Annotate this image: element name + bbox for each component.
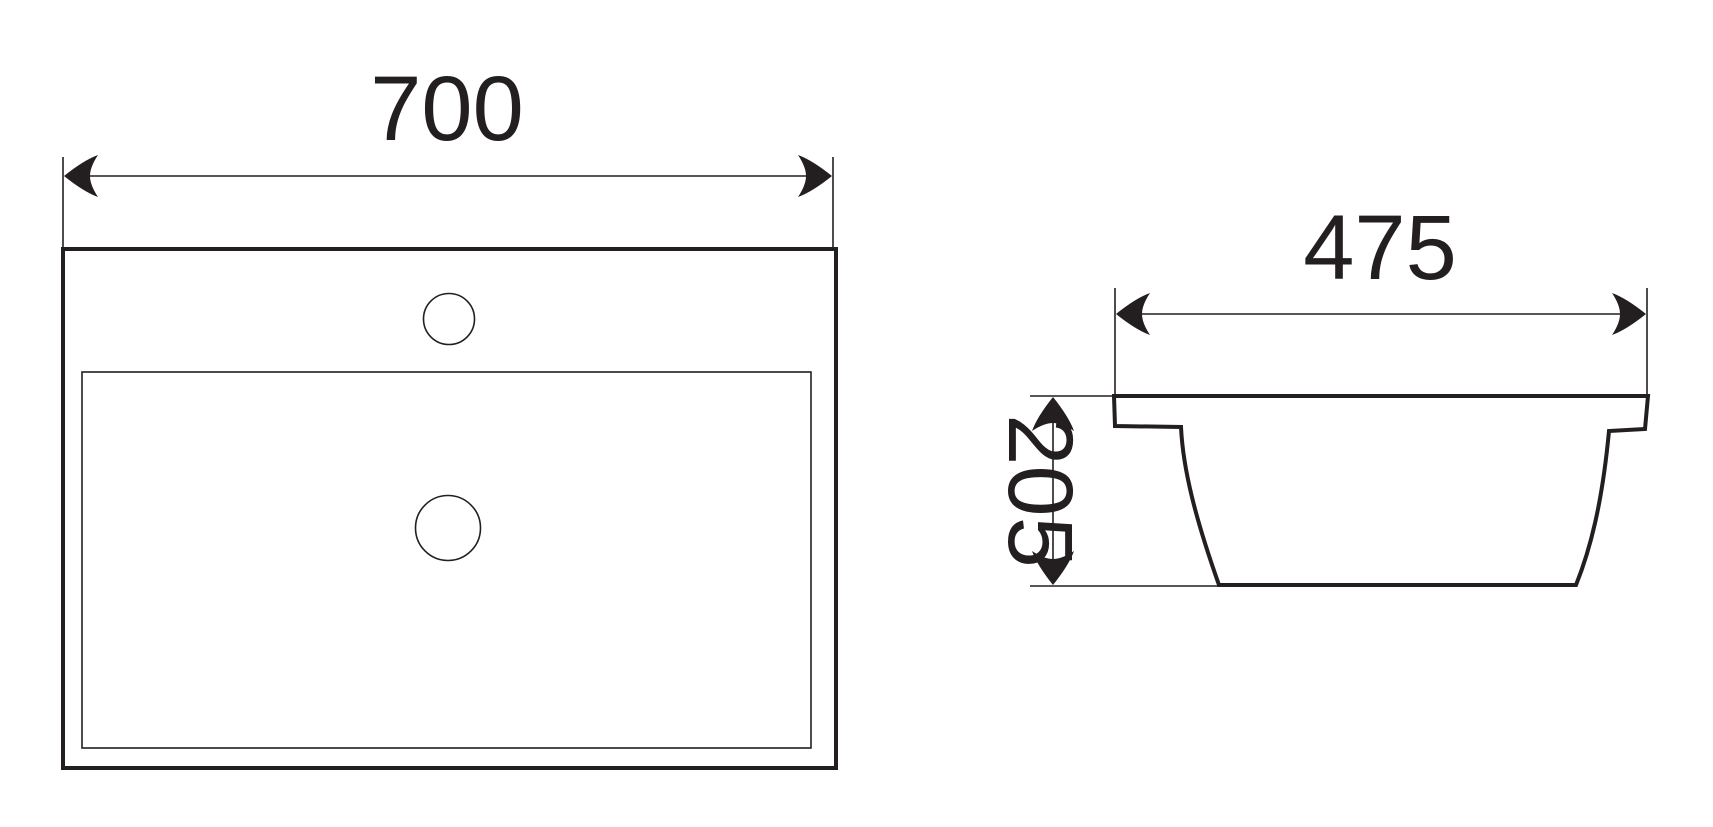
height-arrow-top — [1032, 397, 1074, 431]
width-dimension-label: 700 — [370, 58, 524, 160]
basin-outer-outline — [61, 247, 838, 770]
depth-arrow-right — [1612, 293, 1646, 335]
depth-dimension: 475 — [1114, 197, 1648, 396]
height-dimension-label: 205 — [989, 414, 1091, 568]
height-arrow-bottom — [1032, 551, 1074, 585]
depth-dimension-label: 475 — [1303, 197, 1457, 299]
drain-hole — [414, 494, 482, 562]
basin-inner-bowl-outline — [81, 371, 812, 749]
basin-side-profile — [1111, 394, 1651, 587]
width-arrow-left — [64, 155, 98, 197]
side-view — [1111, 394, 1651, 587]
top-view — [61, 247, 838, 770]
width-arrow-right — [798, 155, 832, 197]
height-dimension: 205 — [989, 395, 1219, 587]
width-dimension: 700 — [62, 58, 834, 249]
faucet-hole — [422, 292, 476, 346]
depth-arrow-left — [1116, 293, 1150, 335]
